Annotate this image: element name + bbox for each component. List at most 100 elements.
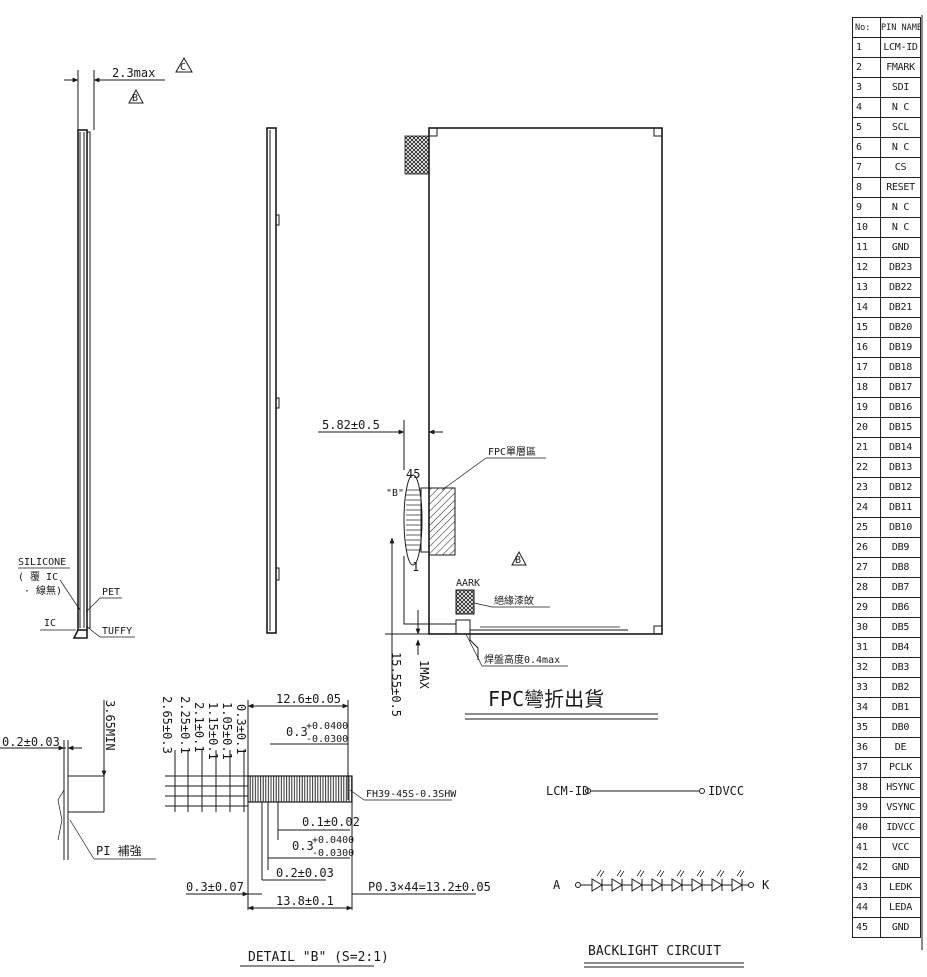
pin-number: 28 bbox=[852, 577, 881, 598]
pin-name: GND bbox=[880, 917, 921, 938]
tol-minus-top: -0.0300 bbox=[306, 734, 348, 745]
connector-pins bbox=[247, 775, 353, 803]
dim-1-15: 1.15±0.1 bbox=[206, 702, 220, 760]
pin-number: 6 bbox=[852, 137, 881, 158]
pin-name: IDVCC bbox=[880, 817, 921, 838]
side-view: 2.3max C B SILICONE ( 覆 IC · 線無) PET IC … bbox=[18, 56, 193, 639]
pin-number: 16 bbox=[852, 337, 881, 358]
pin-name-header: PIN NAME bbox=[880, 17, 921, 38]
front-view: 5.82±0.5 45 1 "B" FPC單層區 B bbox=[318, 127, 663, 720]
pin-number: 12 bbox=[852, 257, 881, 278]
detail-b: 12.6±0.05 0.3 +0.0400 -0.0300 2.65±0.3 2… bbox=[160, 692, 491, 967]
pin-number: 44 bbox=[852, 897, 881, 918]
pin-number: 21 bbox=[852, 437, 881, 458]
dim-12-6: 12.6±0.05 bbox=[276, 692, 341, 706]
connector-label: FH39-45S-0.3SHW bbox=[366, 789, 457, 800]
dim-2-65: 2.65±0.3 bbox=[160, 696, 174, 754]
pin-number: 23 bbox=[852, 477, 881, 498]
pin-number: 19 bbox=[852, 397, 881, 418]
detail-b-title: DETAIL "B" (S=2:1) bbox=[248, 950, 389, 965]
pin-number: 41 bbox=[852, 837, 881, 858]
dim-0-1: 0.1±0.02 bbox=[302, 815, 360, 829]
fpc-width-dim: 5.82±0.5 bbox=[322, 418, 380, 432]
fpc-bend-label: FPC彎折出貨 bbox=[488, 687, 604, 711]
label-pet: PET bbox=[102, 587, 120, 598]
pin-number: 18 bbox=[852, 377, 881, 398]
pin-number: 25 bbox=[852, 517, 881, 538]
backlight-title: BACKLIGHT CIRCUIT bbox=[588, 944, 721, 959]
pin-name: GND bbox=[880, 237, 921, 258]
dim-1max: 1MAX bbox=[417, 660, 431, 690]
pin-1-label: 1 bbox=[412, 560, 419, 574]
pin-name: DB20 bbox=[880, 317, 921, 338]
dim-3-65: 3.65MIN bbox=[103, 700, 117, 751]
dim-13-8: 13.8±0.1 bbox=[276, 894, 334, 908]
pin-name: DB16 bbox=[880, 397, 921, 418]
pin-name: CS bbox=[880, 157, 921, 178]
dim-pitch: P0.3×44=13.2±0.05 bbox=[368, 880, 491, 894]
pin-name: N C bbox=[880, 217, 921, 238]
tol-minus-mid: -0.0300 bbox=[312, 848, 354, 859]
pin-number: 7 bbox=[852, 157, 881, 178]
pin-number: 35 bbox=[852, 717, 881, 738]
pin-name: LEDK bbox=[880, 877, 921, 898]
solder-height-label: 焊盤高度0.4max bbox=[484, 653, 560, 666]
pin-number: 37 bbox=[852, 757, 881, 778]
rev-triangle-b bbox=[128, 88, 144, 104]
thickness-dim: 2.3max bbox=[112, 66, 155, 80]
pin-name: DB3 bbox=[880, 657, 921, 678]
dim-0-3-07: 0.3±0.07 bbox=[186, 880, 244, 894]
pin-number: 3 bbox=[852, 77, 881, 98]
pin-number: 26 bbox=[852, 537, 881, 558]
pin-number: 36 bbox=[852, 737, 881, 758]
pin-name: VSYNC bbox=[880, 797, 921, 818]
pin-45-label: 45 bbox=[406, 467, 420, 481]
pin-number: 30 bbox=[852, 617, 881, 638]
label-silicone-note1: ( 覆 IC bbox=[18, 571, 58, 583]
pin-number: 38 bbox=[852, 777, 881, 798]
pin-number: 17 bbox=[852, 357, 881, 378]
pin-name: LEDA bbox=[880, 897, 921, 918]
pin-name: DB17 bbox=[880, 377, 921, 398]
label-ic: IC bbox=[44, 618, 56, 629]
pin-number: 8 bbox=[852, 177, 881, 198]
lcd-panel-outline bbox=[428, 127, 663, 635]
pin-number: 20 bbox=[852, 417, 881, 438]
edge-view bbox=[266, 127, 280, 634]
tol-plus-mid: +0.0400 bbox=[312, 835, 354, 846]
pin-name: N C bbox=[880, 197, 921, 218]
pin-number: 32 bbox=[852, 657, 881, 678]
dim-2-25: 2.25±0.1 bbox=[178, 696, 192, 754]
tol-plus-top: +0.0400 bbox=[306, 721, 348, 732]
pin-number: 5 bbox=[852, 117, 881, 138]
